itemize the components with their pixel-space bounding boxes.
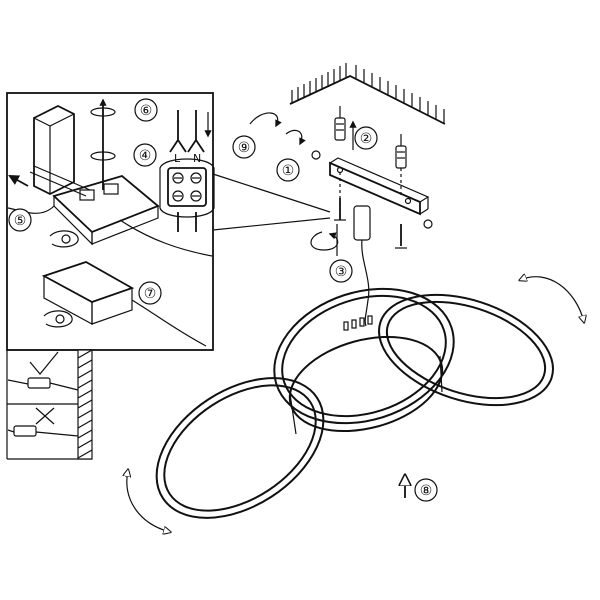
step-number-3: ③ bbox=[335, 264, 348, 280]
lamp-terminal-base bbox=[7, 165, 213, 257]
swivel-arrow-icon bbox=[127, 277, 584, 532]
ring-right bbox=[378, 293, 554, 407]
wall-plug-right bbox=[395, 134, 407, 169]
step-badge-8: ⑧ bbox=[414, 478, 438, 502]
cable-clamp bbox=[33, 104, 75, 196]
step-number-7: ⑦ bbox=[144, 286, 157, 302]
installation-check-panel bbox=[7, 349, 93, 460]
bracket-screw-right bbox=[395, 224, 407, 249]
ceiling-terminal-block bbox=[353, 205, 371, 327]
step-number-4: ④ bbox=[139, 148, 152, 164]
step-number-6: ⑥ bbox=[140, 103, 153, 119]
ceiling-lamp bbox=[127, 267, 584, 547]
step-badge-6: ⑥ bbox=[134, 98, 158, 122]
step-badge-4: ④ bbox=[133, 143, 157, 167]
wiring-inset: L N bbox=[6, 92, 331, 460]
step-badge-2: ② bbox=[354, 126, 378, 150]
cross-icon bbox=[35, 407, 55, 425]
ring-left bbox=[155, 377, 325, 519]
terminal-detail: L N bbox=[159, 110, 215, 232]
step-badge-7: ⑦ bbox=[138, 281, 162, 305]
step-number-1: ① bbox=[282, 163, 295, 179]
step-number-5: ⑤ bbox=[14, 213, 27, 229]
mounting-bracket bbox=[328, 157, 430, 218]
wall-plug-left bbox=[334, 106, 346, 141]
ring-large bbox=[273, 287, 455, 425]
step-badge-1: ① bbox=[276, 158, 300, 182]
nut-icon bbox=[311, 150, 433, 229]
screw-icon bbox=[90, 98, 116, 190]
step-number-9: ⑨ bbox=[238, 140, 251, 156]
terminal-label-neutral: N bbox=[193, 152, 201, 165]
lamp-base bbox=[288, 315, 444, 435]
step-number-8: ⑧ bbox=[420, 483, 433, 499]
down-left-arrow-icon bbox=[8, 174, 29, 187]
bracket-screw-left bbox=[334, 198, 346, 221]
ceiling bbox=[289, 63, 446, 125]
step-badges: ① ② ③ ④ ⑤ ⑥ ⑦ ⑧ bbox=[8, 98, 438, 502]
ring-terminal bbox=[43, 230, 79, 328]
terminal-cover bbox=[41, 261, 207, 347]
terminal-label-live: L bbox=[174, 152, 181, 165]
step-badge-9: ⑨ bbox=[232, 135, 256, 159]
step-number-2: ② bbox=[360, 131, 373, 147]
rotate-arrow-icon bbox=[249, 112, 339, 256]
step-badge-5: ⑤ bbox=[8, 208, 32, 232]
step-badge-3: ③ bbox=[329, 259, 353, 283]
checkmark-icon bbox=[29, 351, 59, 375]
